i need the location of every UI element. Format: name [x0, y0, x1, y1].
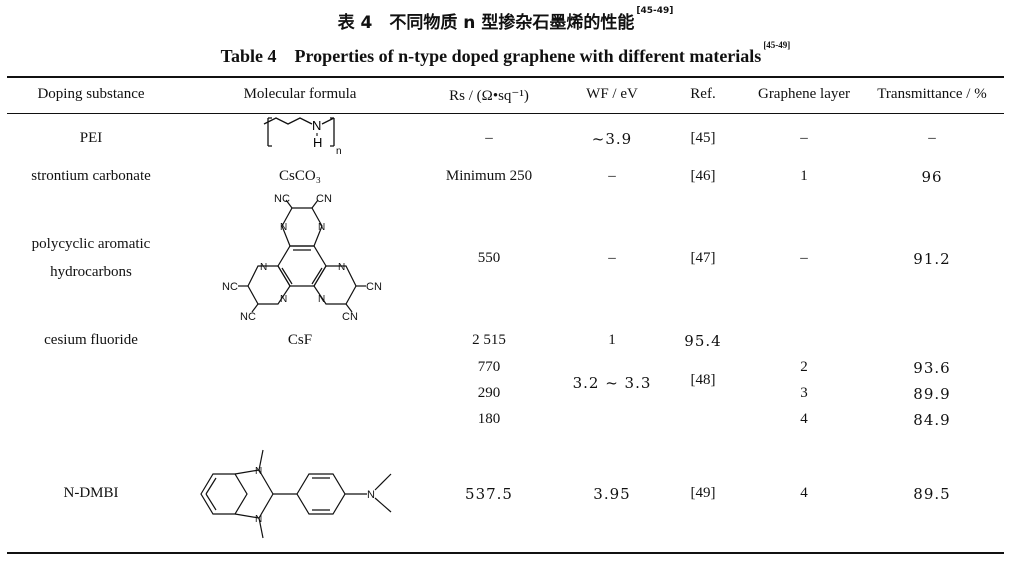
cell-rs: Minimum 250 [445, 168, 533, 184]
mol-label-nc-left: NC [222, 281, 238, 293]
header-rs: Rs / (Ω•sq⁻¹) [449, 88, 529, 104]
mol-label-n: N [318, 222, 325, 233]
title-cn-ref: [45-49] [636, 6, 674, 16]
mol-label-cn-bottom-right: CN [342, 311, 358, 322]
cell-layer: 4 [800, 485, 808, 501]
mol-label-n: N [338, 262, 345, 273]
mol-label-n: N [280, 222, 287, 233]
cell-transmittance: 89.5 [913, 485, 951, 503]
mol-label-n: N [260, 262, 267, 273]
pei-sub-n: n [336, 146, 342, 157]
cell-wf: 3.95 [593, 485, 631, 503]
cell-transmittance: – [928, 130, 936, 146]
cell-formula: CsCO₃ [279, 168, 321, 184]
cell-substance: N-DMBI [63, 485, 119, 501]
table-title-english: Table 4 Properties of n-type doped graph… [0, 40, 1011, 68]
header-ref: Ref. [690, 86, 716, 102]
cell-transmittance: 84.9 [913, 411, 951, 429]
cell-layer: – [800, 250, 808, 266]
cell-transmittance: 93.6 [913, 359, 951, 377]
ndmbi-n-label: N [255, 466, 262, 477]
ndmbi-n-label: N [255, 514, 262, 525]
cell-rs: 770 [477, 359, 501, 375]
top-rule [7, 76, 1004, 78]
mol-label-cn-right: CN [366, 281, 382, 293]
cell-ref: [48] [690, 372, 716, 388]
pei-structure-image: N H n [262, 114, 344, 158]
pei-n-label: N [312, 118, 321, 133]
cell-substance-line2: hydrocarbons [50, 264, 132, 280]
cell-substance: cesium fluoride [44, 332, 138, 348]
mol-label-cn-top: CN [316, 194, 332, 205]
cell-substance: PEI [79, 130, 103, 146]
cell-layer: 3 [800, 385, 808, 401]
n-dmbi-structure-image: N N N [195, 446, 405, 542]
cell-ref: [46] [690, 168, 716, 184]
cell-wf: 1 [608, 332, 616, 348]
header-graphene-layer: Graphene layer [757, 86, 851, 102]
mol-label-n: N [280, 294, 287, 305]
bottom-rule [7, 552, 1004, 554]
pei-h-label: H [313, 135, 322, 150]
header-transmittance: Transmittance / % [877, 86, 987, 102]
title-en-ref: [45-49] [763, 40, 791, 50]
mol-label-n: N [318, 294, 325, 305]
title-cn-text: 表 4 不同物质 n 型掺杂石墨烯的性能 [337, 13, 635, 33]
header-wf: WF / eV [586, 86, 638, 102]
title-en-text: Table 4 Properties of n-type doped graph… [220, 46, 762, 66]
mol-label-nc-bottom-left: NC [240, 311, 256, 322]
cell-wf: – [608, 250, 616, 266]
cell-layer: 1 [800, 168, 808, 184]
cell-rs: 180 [477, 411, 501, 427]
table-title-chinese: 表 4 不同物质 n 型掺杂石墨烯的性能[45-49] [0, 6, 1011, 33]
cell-substance-line1: polycyclic aromatic [31, 236, 151, 252]
header-molecular-formula: Molecular formula [243, 86, 357, 102]
cell-layer: 4 [800, 411, 808, 427]
cell-wf: – [608, 168, 616, 184]
cell-rs: 290 [477, 385, 501, 401]
cell-layer: – [800, 130, 808, 146]
cell-ref: [47] [690, 250, 716, 266]
cell-transmittance: 96 [921, 168, 943, 186]
cell-substance: strontium carbonate [31, 168, 151, 184]
header-rule [7, 113, 1004, 114]
cell-ref: 95.4 [684, 332, 722, 350]
cell-rs: – [485, 130, 493, 146]
cell-wf: 3.2 ~ 3.3 [572, 374, 652, 392]
cell-rs: 537.5 [465, 485, 513, 503]
cell-ref: [49] [690, 485, 716, 501]
cell-formula: CsF [287, 332, 313, 348]
header-doping-substance: Doping substance [37, 86, 145, 102]
mol-label-nc-top: NC [274, 194, 290, 205]
ndmbi-n-label: N [367, 489, 375, 501]
cell-transmittance: 89.9 [913, 385, 951, 403]
cell-transmittance: 91.2 [913, 250, 951, 268]
cell-rs: 2 515 [472, 332, 506, 348]
cell-wf: ~3.9 [591, 130, 633, 148]
cell-ref: [45] [690, 130, 716, 146]
cell-layer: 2 [800, 359, 808, 375]
cell-rs: 550 [477, 250, 501, 266]
hexaazatriphenylene-structure-image: NC CN N N N N N N NC CN NC CN [222, 194, 382, 322]
